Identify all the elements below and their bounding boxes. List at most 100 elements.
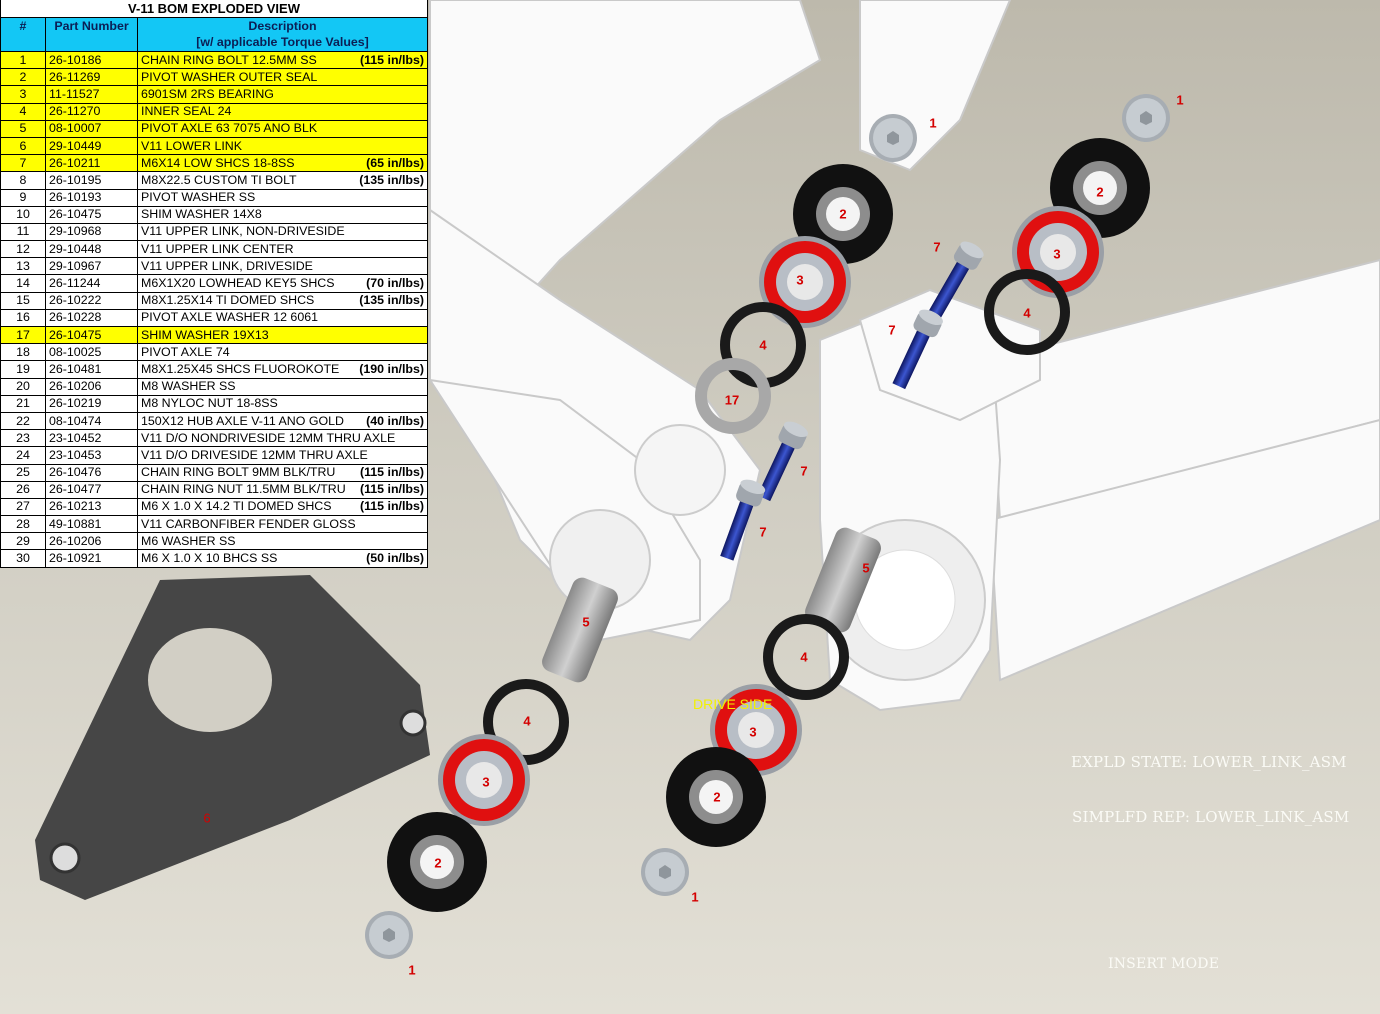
row-number: 29 — [0, 532, 46, 551]
row-number: 9 — [0, 188, 46, 207]
torque-value: (115 in/lbs) — [359, 465, 424, 480]
description-cell: PIVOT WASHER SS — [137, 188, 428, 207]
lower-link-part[interactable] — [35, 575, 430, 900]
row-number: 22 — [0, 411, 46, 431]
part-number: 26-10186 — [45, 50, 138, 70]
callout-label: 2 — [1096, 184, 1104, 200]
row-number: 27 — [0, 497, 46, 517]
row-number: 4 — [0, 102, 46, 121]
row-number: 13 — [0, 257, 46, 276]
description: CHAIN RING NUT 11.5MM BLK/TRU — [141, 482, 346, 497]
row-number: 8 — [0, 171, 46, 190]
callout-label: 1 — [408, 962, 416, 978]
callout-label: 7 — [800, 463, 808, 479]
callout-label: 1 — [1176, 92, 1184, 108]
torque-value: (190 in/lbs) — [359, 361, 424, 376]
description-cell: 6901SM 2RS BEARING — [137, 85, 428, 104]
part-number: 29-10449 — [45, 136, 138, 156]
description: CHAIN RING BOLT 9MM BLK/TRU — [141, 465, 336, 480]
part-number: 26-10211 — [45, 154, 138, 173]
column-header-number: # — [0, 17, 46, 52]
description-cell: SHIM WASHER 19X13 — [137, 325, 428, 345]
description: M6 X 1.0 X 14.2 TI DOMED SHCS — [141, 499, 332, 514]
description-cell: PIVOT AXLE WASHER 12 6061 — [137, 308, 428, 328]
simplified-rep-text: SIMPLFD REP: LOWER_LINK_ASM — [1072, 808, 1350, 826]
part-number: 26-10213 — [45, 497, 138, 517]
row-number: 7 — [0, 154, 46, 173]
bom-title: V-11 BOM EXPLODED VIEW — [0, 0, 428, 18]
part-number: 26-10222 — [45, 291, 138, 310]
torque-value: (135 in/lbs) — [359, 172, 424, 187]
description: M6X1X20 LOWHEAD KEY5 SHCS — [141, 276, 335, 291]
description-cell: PIVOT AXLE 63 7075 ANO BLK — [137, 119, 428, 138]
description: PIVOT WASHER SS — [141, 190, 256, 205]
callout-label: 3 — [1053, 246, 1061, 262]
description: INNER SEAL 24 — [141, 104, 232, 119]
part-number: 49-10881 — [45, 515, 138, 534]
row-number: 18 — [0, 343, 46, 362]
row-number: 10 — [0, 205, 46, 224]
row-number: 26 — [0, 480, 46, 499]
torque-value: (115 in/lbs) — [359, 482, 424, 497]
callout-label: 7 — [759, 524, 767, 540]
description: 6901SM 2RS BEARING — [141, 86, 274, 101]
part-number: 26-11244 — [45, 274, 138, 293]
part-number: 08-10474 — [45, 411, 138, 431]
description: V11 UPPER LINK, NON-DRIVESIDE — [141, 224, 345, 239]
description-cell: V11 D/O NONDRIVESIDE 12MM THRU AXLE — [137, 429, 428, 448]
part-number: 29-10967 — [45, 257, 138, 276]
part-number: 08-10025 — [45, 343, 138, 362]
description: M8 WASHER SS — [141, 379, 236, 394]
torque-value: (50 in/lbs) — [366, 551, 424, 566]
callout-label: 4 — [759, 337, 767, 353]
description-cell: V11 UPPER LINK CENTER — [137, 240, 428, 259]
part-number: 26-10475 — [45, 205, 138, 224]
description: M6X14 LOW SHCS 18-8SS — [141, 155, 295, 170]
row-number: 12 — [0, 240, 46, 259]
part-number: 23-10452 — [45, 429, 138, 448]
description-cell: 150X12 HUB AXLE V-11 ANO GOLD(40 in/lbs) — [137, 411, 428, 431]
part-number: 08-10007 — [45, 119, 138, 138]
row-number: 5 — [0, 119, 46, 138]
part-number: 26-11269 — [45, 68, 138, 87]
part-number: 29-10968 — [45, 222, 138, 242]
callout-label: 7 — [888, 322, 896, 338]
callout-label: 5 — [862, 560, 870, 576]
row-number: 3 — [0, 85, 46, 104]
description-cell: M8X22.5 CUSTOM TI BOLT(135 in/lbs) — [137, 171, 428, 190]
row-number: 21 — [0, 394, 46, 413]
description-cell: PIVOT AXLE 74 — [137, 343, 428, 362]
description: M8 NYLOC NUT 18-8SS — [141, 396, 278, 411]
description: V11 LOWER LINK — [141, 138, 242, 153]
callout-label: 5 — [582, 614, 590, 630]
part-number: 26-10475 — [45, 325, 138, 345]
callout-label: 3 — [796, 272, 804, 288]
description-cell: SHIM WASHER 14X8 — [137, 205, 428, 224]
callout-label: 1 — [929, 115, 937, 131]
row-number: 25 — [0, 463, 46, 482]
part-number: 26-10195 — [45, 171, 138, 190]
part-number: 26-10481 — [45, 360, 138, 379]
row-number: 2 — [0, 68, 46, 87]
description: CHAIN RING BOLT 12.5MM SS — [141, 52, 317, 67]
part-number: 26-10228 — [45, 308, 138, 328]
description: PIVOT AXLE 74 — [141, 344, 230, 359]
